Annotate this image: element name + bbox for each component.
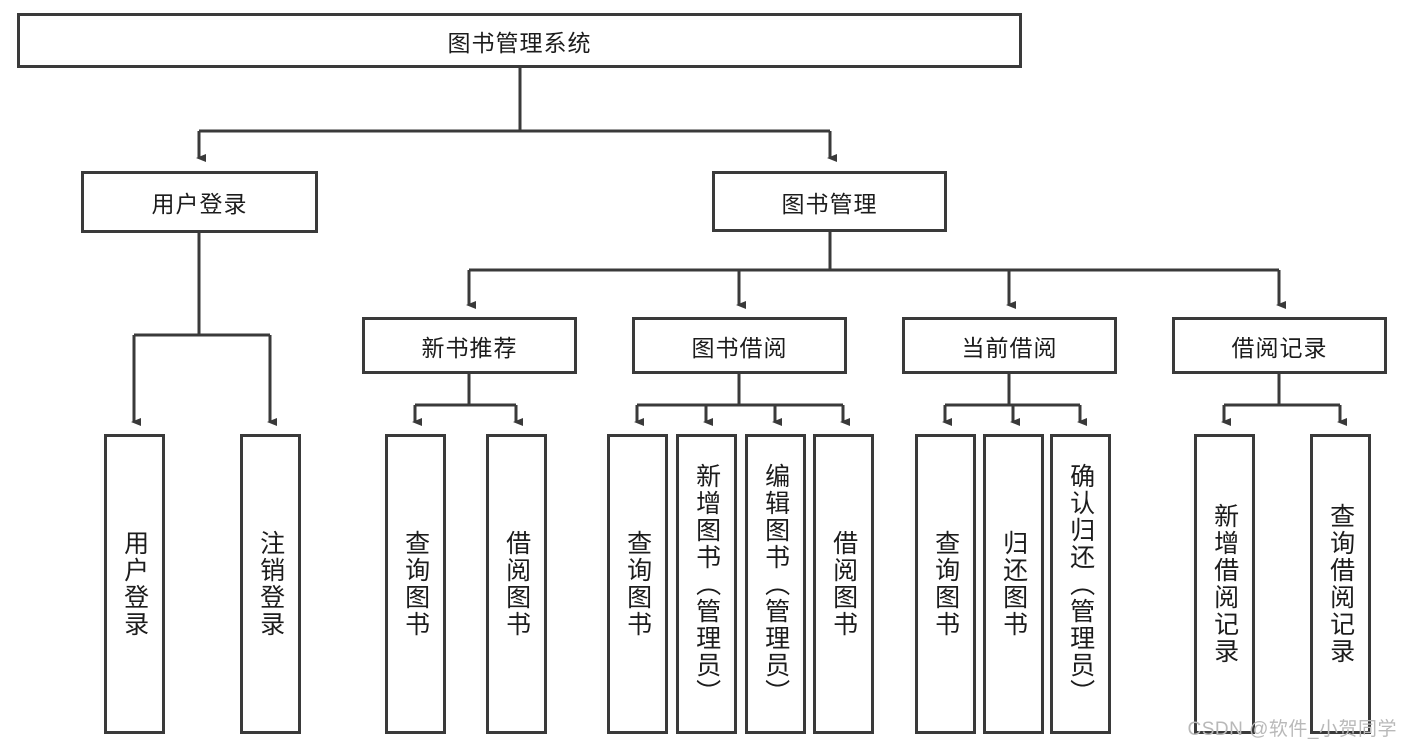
- node-book-borrow[interactable]: 图书借阅: [632, 317, 847, 374]
- leaf-book-borrow-query-books[interactable]: 查询图书: [607, 434, 668, 734]
- node-label: 查询图书: [401, 530, 430, 638]
- node-label: 图书管理系统: [447, 29, 592, 56]
- node-label: 图书借阅: [691, 334, 788, 361]
- node-label: 编辑图书（管理员）: [761, 462, 790, 706]
- node-label: 归还图书: [999, 530, 1028, 638]
- node-label: 查询图书: [623, 530, 652, 638]
- node-book-management[interactable]: 图书管理: [712, 171, 947, 232]
- node-root-book-management-system[interactable]: 图书管理系统: [17, 13, 1022, 68]
- leaf-user-login-login[interactable]: 用户登录: [104, 434, 165, 734]
- leaf-new-book-borrow-books[interactable]: 借阅图书: [486, 434, 547, 734]
- node-label: 借阅图书: [829, 530, 858, 638]
- leaf-borrow-record-add-record[interactable]: 新增借阅记录: [1194, 434, 1255, 734]
- watermark-text: CSDN @软件_小贺同学: [1187, 719, 1397, 740]
- node-current-borrow[interactable]: 当前借阅: [902, 317, 1117, 374]
- leaf-current-borrow-query-books[interactable]: 查询图书: [915, 434, 976, 734]
- leaf-book-borrow-borrow-books[interactable]: 借阅图书: [813, 434, 874, 734]
- node-label: 当前借阅: [961, 334, 1058, 361]
- node-new-book-recommend[interactable]: 新书推荐: [362, 317, 577, 374]
- node-label: 图书管理: [781, 190, 878, 217]
- node-label: 借阅记录: [1231, 334, 1328, 361]
- node-label: 新增借阅记录: [1210, 503, 1239, 665]
- node-borrow-record[interactable]: 借阅记录: [1172, 317, 1387, 374]
- leaf-book-borrow-edit-book-admin[interactable]: 编辑图书（管理员）: [745, 434, 806, 734]
- node-label: 用户登录: [151, 191, 248, 217]
- node-label: 查询借阅记录: [1326, 503, 1355, 665]
- leaf-user-login-logout[interactable]: 注销登录: [240, 434, 301, 734]
- node-label: 注销登录: [256, 530, 285, 638]
- node-user-login[interactable]: 用户登录: [81, 171, 318, 233]
- leaf-book-borrow-add-book-admin[interactable]: 新增图书（管理员）: [676, 434, 737, 734]
- leaf-current-borrow-confirm-return-admin[interactable]: 确认归还（管理员）: [1050, 434, 1111, 734]
- leaf-borrow-record-query-record[interactable]: 查询借阅记录: [1310, 434, 1371, 734]
- node-label: 用户登录: [120, 530, 149, 638]
- node-label: 新书推荐: [421, 334, 518, 361]
- node-label: 借阅图书: [502, 530, 531, 638]
- node-label: 确认归还（管理员）: [1066, 462, 1095, 706]
- node-label: 查询图书: [931, 530, 960, 638]
- leaf-current-borrow-return-books[interactable]: 归还图书: [983, 434, 1044, 734]
- leaf-new-book-query-books[interactable]: 查询图书: [385, 434, 446, 734]
- node-label: 新增图书（管理员）: [692, 462, 721, 706]
